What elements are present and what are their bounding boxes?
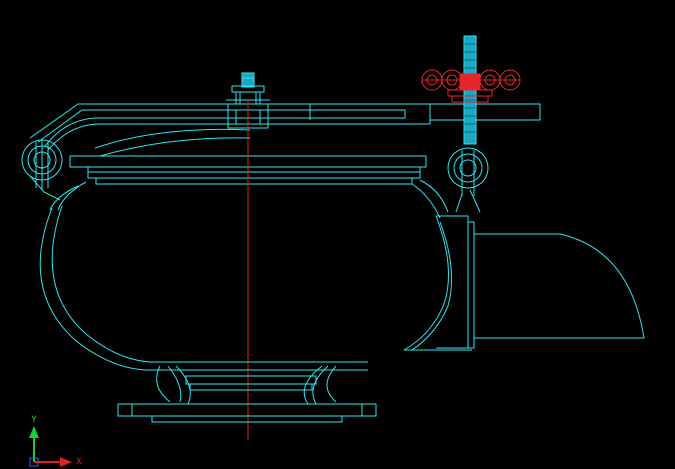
ucs-x-label: X: [76, 457, 82, 467]
ucs-icon: Y X: [29, 415, 82, 467]
ucs-y-label: Y: [31, 415, 37, 425]
outlet-flap: [403, 215, 645, 351]
handwheel: [421, 69, 521, 103]
left-hinge: [21, 139, 63, 201]
base-foot: [117, 365, 377, 423]
lever-arm: [29, 103, 541, 157]
right-hinge: [447, 147, 489, 213]
valve-body: [39, 179, 449, 371]
